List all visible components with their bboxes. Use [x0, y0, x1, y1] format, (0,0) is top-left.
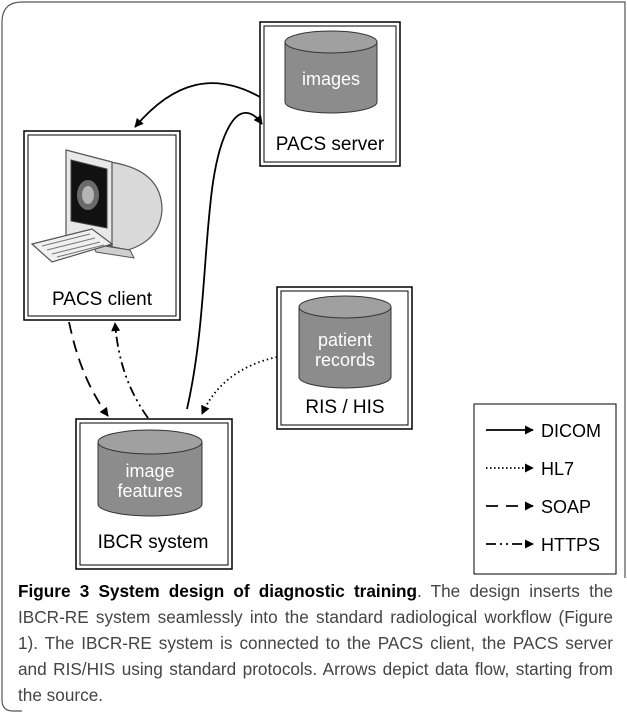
- cylinder-label: records: [315, 350, 375, 370]
- legend-label: SOAP: [541, 497, 591, 517]
- legend-item-soap: SOAP: [486, 497, 591, 517]
- patient-records-cylinder: patient records: [298, 295, 392, 389]
- images-cylinder: images: [284, 30, 378, 114]
- legend-item-https: HTTPS: [486, 535, 600, 555]
- caption-body: . The design inserts the IBCR-RE system …: [18, 581, 613, 705]
- workstation-computer-icon: [30, 149, 163, 263]
- pacs-server-node: images PACS server: [259, 21, 401, 167]
- arrow-hl7-ris-to-ibcr: [201, 356, 278, 415]
- arrow-soap-client-to-ibcr: [68, 321, 109, 417]
- cylinder-label: image: [125, 461, 174, 481]
- legend-item-dicom: DICOM: [486, 421, 601, 441]
- caption-title: Figure 3 System design of diagnostic tra…: [18, 581, 417, 601]
- arrow-https-ibcr-to-client: [111, 322, 149, 419]
- cylinder-label: images: [302, 69, 360, 89]
- figure-caption: Figure 3 System design of diagnostic tra…: [18, 578, 613, 708]
- image-features-cylinder: image features: [97, 429, 203, 517]
- legend-label: HTTPS: [541, 535, 600, 555]
- pacs-client-node: PACS client: [23, 130, 181, 321]
- arrow-dicom-server-to-client: [134, 82, 261, 128]
- node-label: PACS client: [52, 289, 153, 310]
- node-label: IBCR system: [98, 532, 209, 553]
- arrow-dicom-ibcr-to-server: [186, 111, 263, 410]
- cylinder-label: patient: [318, 330, 372, 350]
- legend: DICOM HL7 SOAP HTTPS: [473, 403, 617, 575]
- legend-item-hl7: HL7: [486, 459, 574, 479]
- node-label: RIS / HIS: [305, 397, 384, 418]
- ibcr-system-node: image features IBCR system: [75, 418, 233, 570]
- legend-label: DICOM: [541, 421, 601, 441]
- ris-his-node: patient records RIS / HIS: [276, 286, 413, 430]
- node-label: PACS server: [276, 134, 385, 155]
- cylinder-label: features: [117, 481, 182, 501]
- legend-label: HL7: [541, 459, 574, 479]
